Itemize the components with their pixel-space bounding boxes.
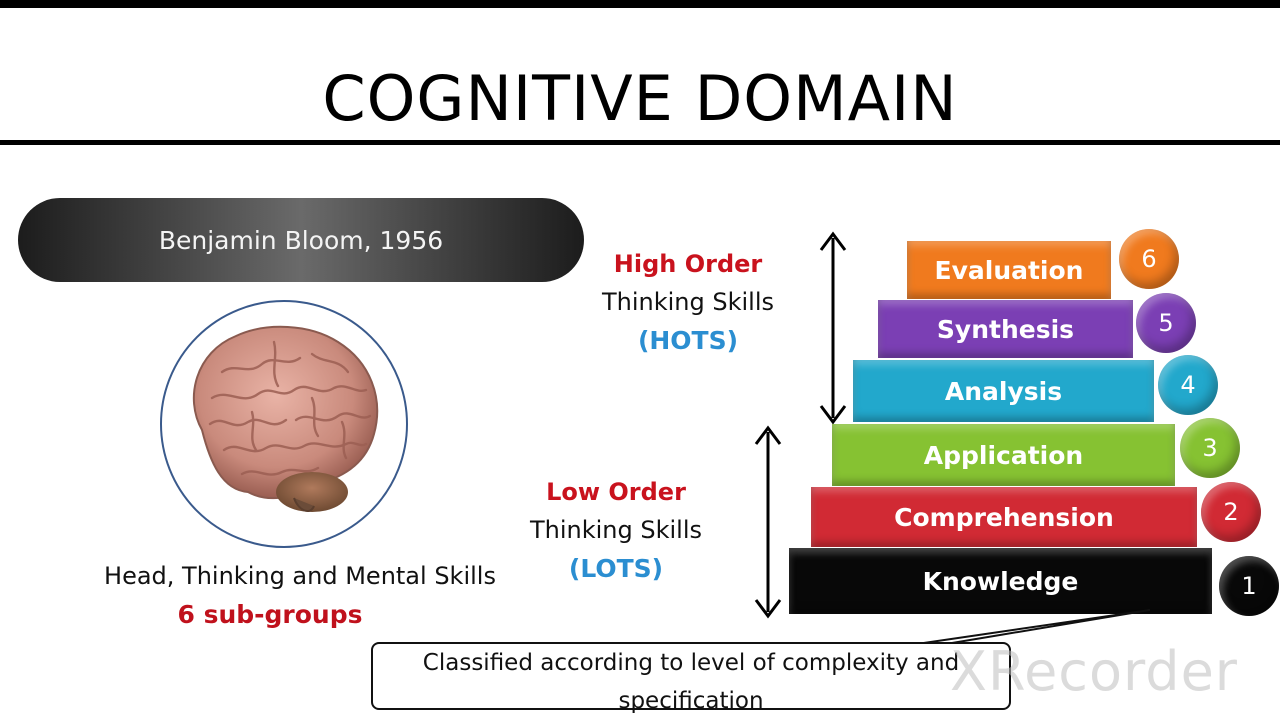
brain-image [160,300,408,548]
page-title: COGNITIVE DOMAIN [322,62,958,135]
author-pill-text: Benjamin Bloom, 1956 [158,225,444,255]
level-number-1: 1 [1219,556,1279,616]
caption-subgroups: 6 sub-groups [177,600,363,629]
pyramid-step-evaluation: Evaluation [907,241,1111,299]
high-order-abbr: (HOTS) [637,326,739,355]
step-label: Synthesis [936,314,1075,344]
pyramid-step-knowledge: Knowledge [789,548,1212,614]
level-number-6: 6 [1119,229,1179,289]
step-label: Knowledge [922,566,1079,596]
level-number-4: 4 [1158,355,1218,415]
high-order-label: High Order Thinking Skills (HOTS) [588,250,788,364]
callout-line1: Classified according to level of complex… [422,650,960,676]
top-bar [0,0,1280,8]
level-number-2: 2 [1201,482,1261,542]
pyramid-step-comprehension: Comprehension [811,487,1197,547]
pyramid-step-application: Application [832,424,1175,486]
step-label: Analysis [944,376,1063,406]
title-divider [0,140,1280,145]
low-order-subtitle: Thinking Skills [529,516,703,544]
step-label: Evaluation [934,255,1084,285]
low-order-title: Low Order [546,478,686,506]
high-order-title: High Order [613,250,763,278]
callout-line2: specification [618,688,764,714]
author-pill: Benjamin Bloom, 1956 [18,198,584,282]
high-order-subtitle: Thinking Skills [601,288,775,316]
level-number-5: 5 [1136,293,1196,353]
step-label: Comprehension [894,502,1114,532]
low-order-abbr: (LOTS) [568,554,664,583]
pyramid-step-analysis: Analysis [853,360,1154,422]
caption-skills: Head, Thinking and Mental Skills [104,562,496,590]
level-number-3: 3 [1180,418,1240,478]
low-order-arrow [754,425,782,619]
pyramid-step-synthesis: Synthesis [878,300,1133,358]
high-order-arrow [819,231,847,425]
step-label: Application [923,440,1084,470]
recorder-watermark: XRecorder [950,640,1238,703]
classification-callout: Classified according to level of complex… [371,642,1011,714]
brain-icon [192,325,379,513]
low-order-label: Low Order Thinking Skills (LOTS) [516,478,716,592]
